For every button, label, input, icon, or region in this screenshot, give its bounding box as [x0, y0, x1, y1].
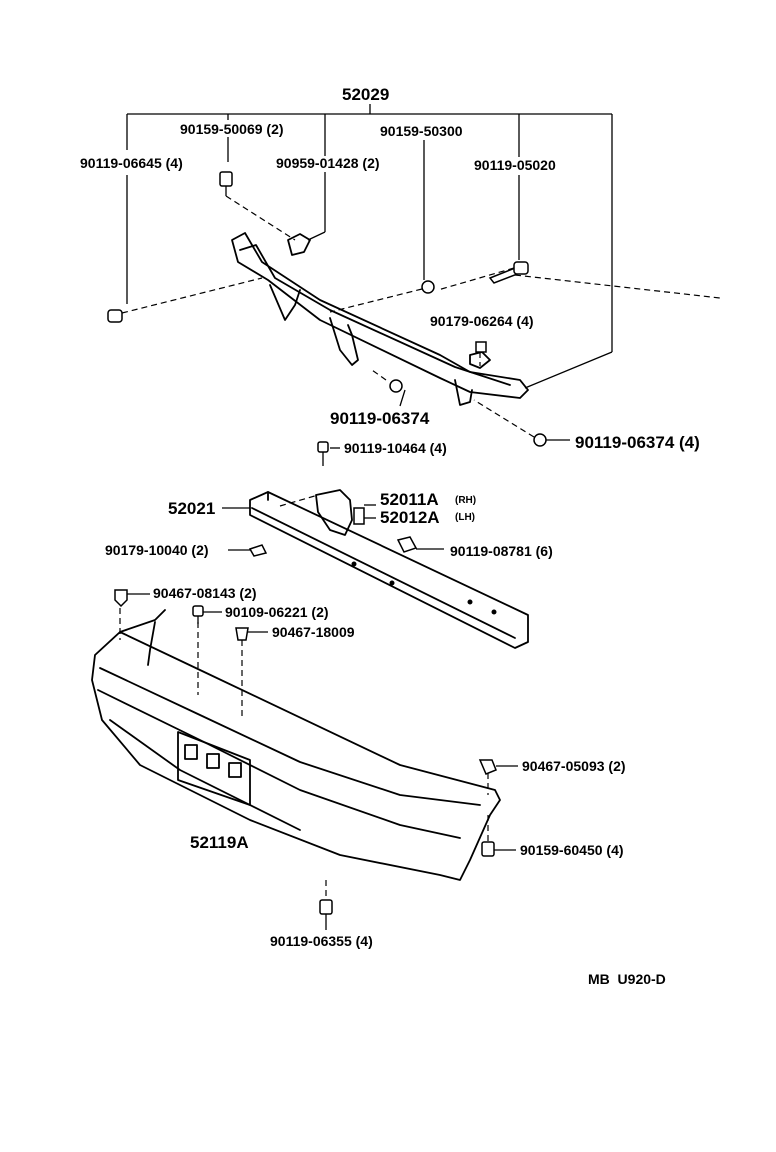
- label-bolt-06355: 90119-06355 (4): [270, 933, 373, 949]
- clip-icon: [478, 759, 497, 775]
- label-bolt-50300: 90159-50300: [380, 123, 463, 139]
- label-bolt-06374b: 90119-06374 (4): [575, 433, 700, 452]
- label-bolt-06645: 90119-06645 (4): [80, 155, 183, 171]
- label-bracket-rh-side: (RH): [455, 495, 476, 506]
- bolt-icon: [481, 841, 495, 857]
- label-nut-06264: 90179-06264 (4): [430, 313, 534, 329]
- bolt-icon: [533, 433, 547, 447]
- label-cover: 52119A: [190, 833, 249, 852]
- bolt-icon: [107, 309, 123, 323]
- nut-icon: [248, 544, 268, 557]
- label-bolt-06221: 90109-06221 (2): [225, 604, 329, 620]
- label-bracket-lh-side: (LH): [455, 512, 475, 523]
- clip-icon: [235, 627, 249, 641]
- label-nut-10040: 90179-10040 (2): [105, 542, 209, 558]
- label-bracket-rh: 52011A: [380, 490, 439, 509]
- label-bolt-10464: 90119-10464 (4): [344, 440, 447, 456]
- bolt-icon: [389, 379, 403, 393]
- bolt-icon: [396, 536, 418, 553]
- label-bolt-60450: 90159-60450 (4): [520, 842, 624, 858]
- bolt-icon: [421, 280, 435, 294]
- label-nut-01428: 90959-01428 (2): [276, 155, 380, 171]
- label-bolt-06374a: 90119-06374: [330, 409, 430, 428]
- bolt-icon: [319, 899, 333, 915]
- label-clip-18009: 90467-18009: [272, 624, 355, 640]
- labels: 52029 90159-50069 (2) 90159-50300 90119-…: [80, 85, 700, 987]
- bumper-reinforcement: [222, 489, 529, 649]
- label-clip-05093: 90467-05093 (2): [522, 758, 626, 774]
- fasteners-lower: [114, 589, 518, 930]
- bolt-icon: [317, 441, 329, 453]
- label-clip-08143: 90467-08143 (2): [153, 585, 257, 601]
- footer-code: MB U920-D: [588, 971, 666, 987]
- clip-icon: [114, 589, 128, 608]
- bolt-icon: [192, 605, 204, 617]
- label-bolt-50069: 90159-50069 (2): [180, 121, 284, 137]
- fasteners-upper: [107, 171, 721, 466]
- bumper-cover: [91, 608, 501, 900]
- label-bracket-lh: 52012A: [380, 508, 440, 527]
- label-reinforcement: 52021: [168, 499, 215, 518]
- label-bolt-08781: 90119-08781 (6): [450, 543, 553, 559]
- assembly-bracket: [126, 104, 613, 389]
- label-assembly: 52029: [342, 85, 389, 104]
- label-bolt-05020: 90119-05020: [474, 157, 556, 173]
- bolt-icon: [219, 171, 233, 187]
